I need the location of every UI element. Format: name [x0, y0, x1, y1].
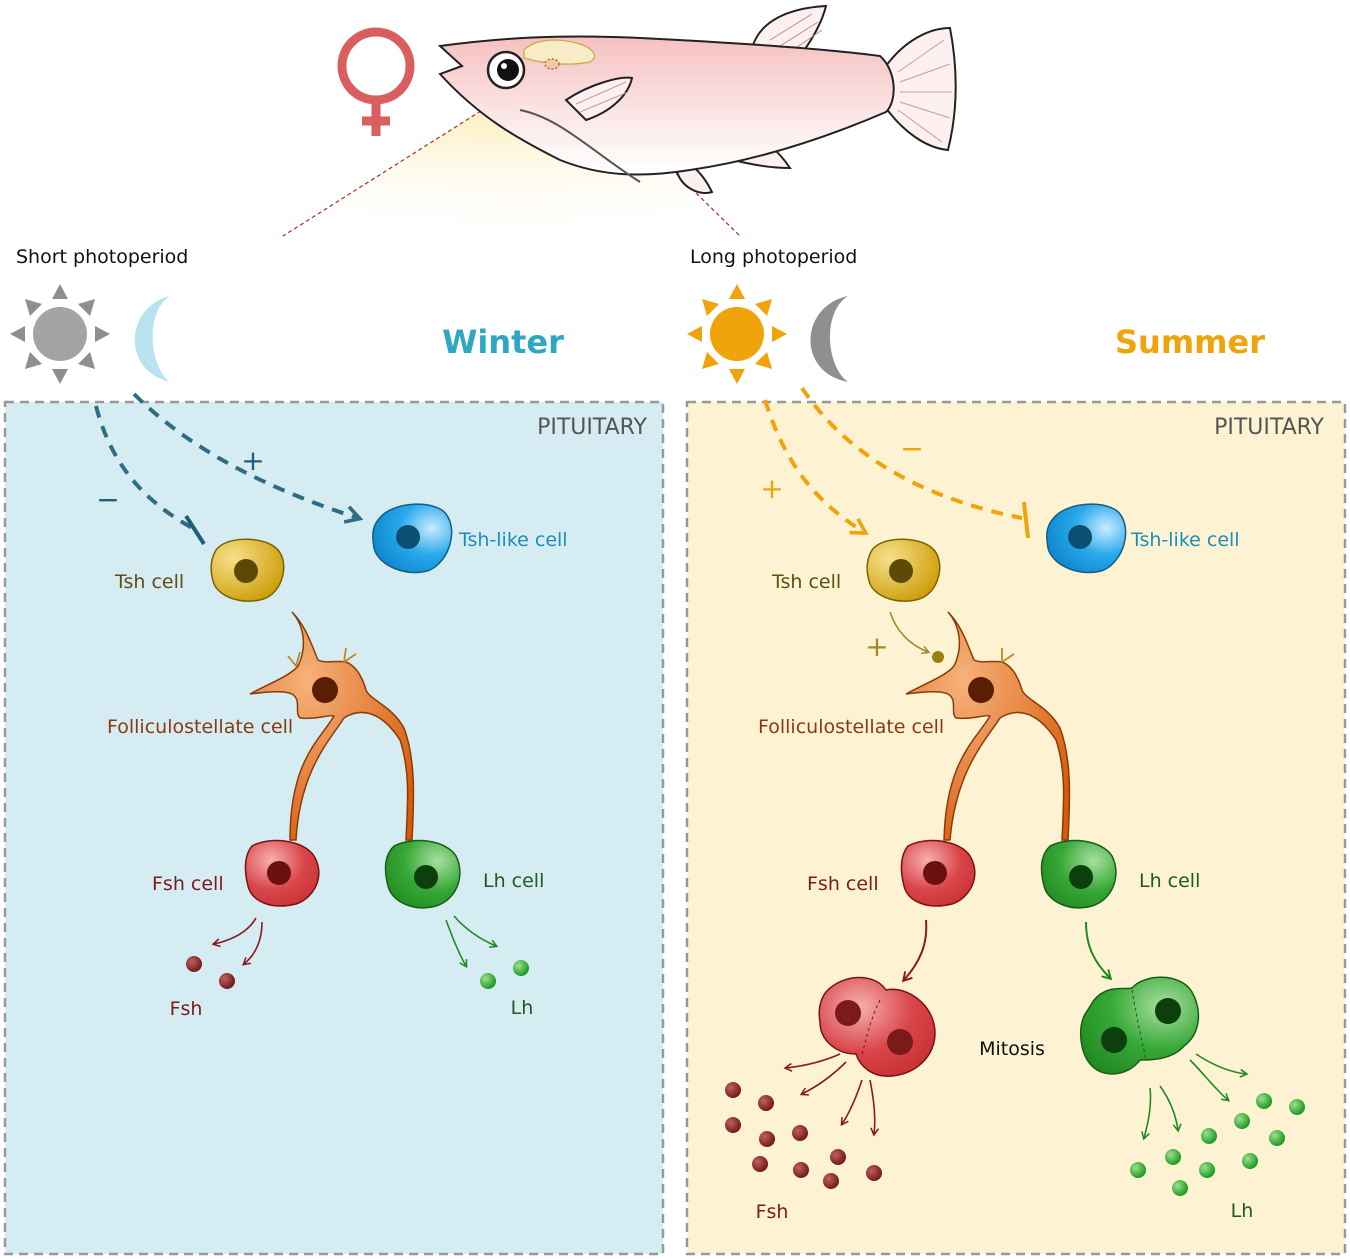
sun-icon [10, 284, 110, 384]
moon-icon [134, 296, 170, 382]
lh-hormone-particles-summer [1130, 1093, 1305, 1196]
folliculostellate-cell-summer [905, 611, 1071, 841]
summer-panel-frame [685, 400, 1347, 1256]
lh-cell-label-winter: Lh cell [483, 870, 544, 892]
moon-icon [810, 296, 848, 382]
mitosis-arrow-lh [1085, 921, 1113, 981]
minus-sign-winter: − [96, 483, 119, 516]
secretion-arrow [453, 915, 499, 949]
fsh-cell-winter [244, 839, 320, 907]
season-title-winter: Winter [442, 323, 564, 361]
fsh-hormone-particle [752, 1156, 768, 1172]
fsh-hormone-particles-summer [725, 1082, 882, 1189]
folliculostellate-cell-winter [249, 611, 415, 841]
secretion-arrow [840, 1079, 863, 1127]
lh-hormone-particle [513, 960, 529, 976]
secretion-arrow [783, 1053, 841, 1072]
lh-hormone-particle [1234, 1113, 1250, 1129]
stimulation-arrow-tsh-like [132, 392, 364, 524]
dividing-fsh-cells [818, 976, 936, 1077]
secretion-arrow [445, 919, 468, 969]
lh-hormone-label-summer: Lh [1231, 1200, 1254, 1222]
lh-hormone-particle [1256, 1093, 1272, 1109]
inhibition-arrow-tsh-like [800, 386, 1023, 520]
fsh-hormone-particle [186, 956, 202, 972]
mitosis-label: Mitosis [979, 1038, 1045, 1060]
inhibition-bar [1022, 501, 1030, 539]
fs-cell-label-summer: Folliculostellate cell [758, 716, 944, 738]
fsh-hormone-particle [725, 1082, 741, 1098]
fsh-cell-label-summer: Fsh cell [807, 873, 879, 895]
secretion-arrow [1159, 1085, 1182, 1133]
lh-cell-summer [1040, 839, 1117, 909]
fsh-hormone-label-winter: Fsh [170, 998, 203, 1020]
tsh-like-cell-summer [1046, 503, 1127, 574]
plus-sign-winter: + [241, 444, 264, 477]
fsh-hormone-particle [866, 1165, 882, 1181]
lh-cell-label-summer: Lh cell [1139, 870, 1200, 892]
tsh-cell-summer [866, 538, 941, 602]
secretion-arrow [799, 1061, 847, 1096]
winter-panel: PITUITARY − + Tsh-like cell Tsh cell Fol… [3, 392, 665, 1256]
lh-hormone-particle [1269, 1130, 1285, 1146]
lh-hormone-particle [1130, 1162, 1146, 1178]
long-photoperiod-label: Long photoperiod [690, 246, 857, 268]
lh-hormone-particle [1242, 1153, 1258, 1169]
lh-hormone-particle [1289, 1099, 1305, 1115]
lh-hormone-particle [1201, 1128, 1217, 1144]
sun-icon [687, 284, 787, 384]
secretion-arrow [1141, 1087, 1152, 1141]
tsh-like-cell-winter [372, 503, 453, 574]
fsh-cell-label-winter: Fsh cell [152, 873, 224, 895]
fsh-hormone-particle [219, 973, 235, 989]
dividing-lh-cells [1079, 976, 1200, 1075]
season-title-summer: Summer [1115, 323, 1265, 361]
pituitary-label-summer: PITUITARY [1214, 415, 1324, 440]
female-symbol-icon [337, 27, 415, 136]
inhibition-bar [184, 514, 206, 546]
fsh-hormone-particle [725, 1117, 741, 1133]
lh-hormone-particle [1165, 1149, 1181, 1165]
tsh-to-fs-arrow [889, 611, 931, 655]
secretion-arrow [1195, 1053, 1249, 1078]
minus-sign-summer: − [900, 432, 923, 465]
fsh-hormone-particle [758, 1095, 774, 1111]
fs-cell-label-winter: Folliculostellate cell [107, 716, 293, 738]
secretion-arrow [211, 917, 257, 948]
fsh-hormone-label-summer: Fsh [756, 1201, 789, 1223]
fsh-cell-summer [900, 839, 976, 907]
secretion-arrow [242, 921, 263, 966]
plus-sign-fs-summer: + [865, 630, 888, 663]
tsh-cell-winter [210, 538, 285, 602]
lh-hormone-particle [1199, 1162, 1215, 1178]
fsh-hormone-particle [759, 1131, 775, 1147]
lh-hormone-label-winter: Lh [511, 997, 534, 1019]
receptor-dot [932, 651, 944, 663]
fsh-hormone-particle [823, 1173, 839, 1189]
lh-hormone-particle [480, 973, 496, 989]
pituitary-label-winter: PITUITARY [537, 415, 647, 440]
lh-hormone-particle [1172, 1180, 1188, 1196]
tsh-like-cell-label-winter: Tsh-like cell [458, 529, 568, 551]
plus-sign-summer: + [760, 472, 783, 505]
lh-cell-winter [384, 839, 461, 909]
fish-icon [437, 4, 957, 194]
tsh-cell-label-summer: Tsh cell [771, 571, 841, 593]
fsh-hormone-particle [792, 1125, 808, 1141]
winter-panel-frame [3, 400, 665, 1256]
stimulation-arrow-tsh [763, 399, 869, 535]
secretion-arrow [869, 1079, 880, 1137]
tsh-cell-label-winter: Tsh cell [114, 571, 184, 593]
fsh-hormone-particle [830, 1149, 846, 1165]
short-photoperiod-label: Short photoperiod [16, 246, 188, 268]
summer-panel: PITUITARY + − Tsh-like cell Tsh cell + F… [685, 386, 1347, 1256]
tsh-like-cell-label-summer: Tsh-like cell [1130, 529, 1240, 551]
mitosis-arrow-fsh [901, 919, 928, 983]
secretion-arrow [1189, 1059, 1230, 1102]
fsh-hormone-particle [793, 1162, 809, 1178]
